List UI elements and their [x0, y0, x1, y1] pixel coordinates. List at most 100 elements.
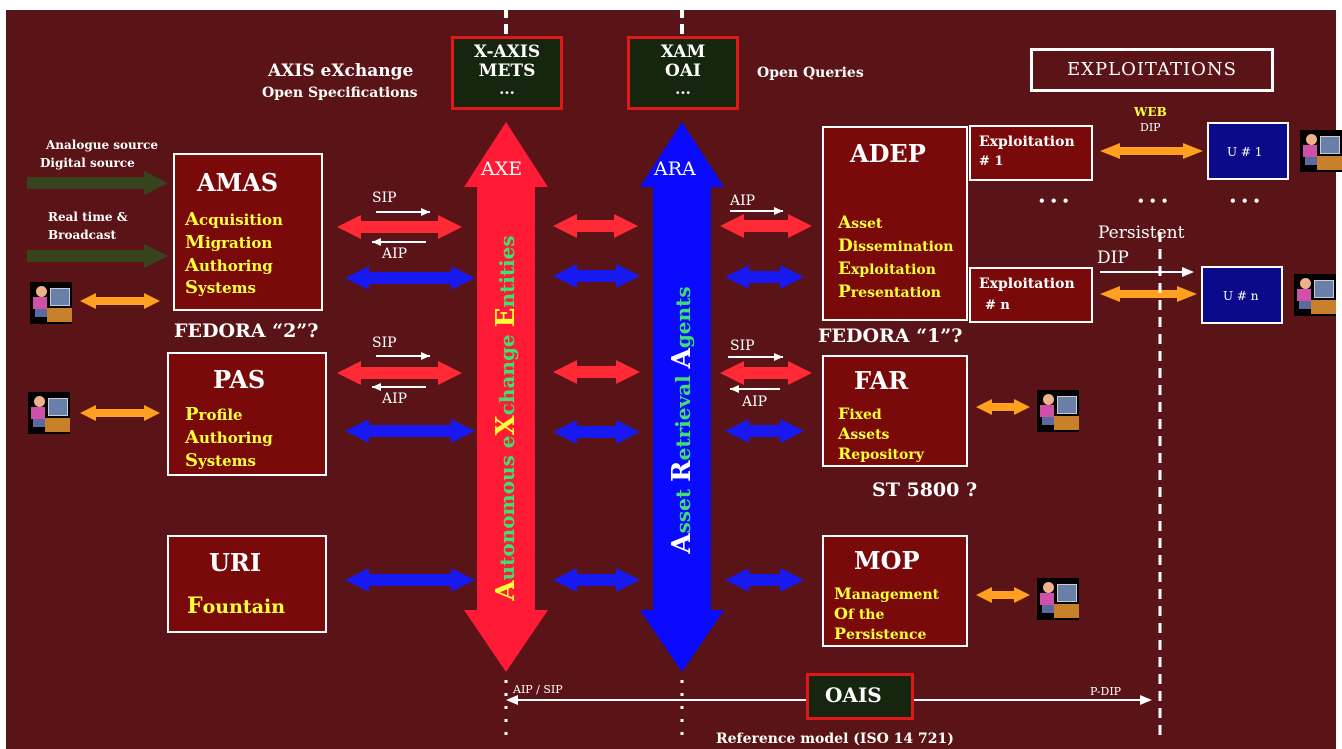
amas-line-3: Authoring — [185, 255, 273, 276]
mop-line-2: Of the — [834, 604, 885, 623]
user-icon-u1 — [1300, 130, 1342, 172]
amas-axe-aip-arrow — [345, 266, 475, 290]
far-line-3: Repository — [838, 444, 924, 463]
exploitation-n-box: Exploitation # n — [969, 267, 1093, 323]
amas-line-2: Migration — [185, 232, 273, 253]
pas-line-2: Authoring — [185, 427, 273, 448]
ara-vertical-arrow — [640, 122, 724, 672]
user-icon-amas — [30, 282, 72, 324]
analogue-input-arrow — [27, 171, 168, 195]
x-axis-ellipsis: ... — [499, 80, 515, 98]
x-axis-mets-document: X-AXIS METS ... — [451, 36, 563, 110]
aip-sip-label: AIP / SIP — [513, 683, 563, 696]
web-label: WEB — [1134, 105, 1167, 119]
st5800-label: ST 5800 ? — [872, 479, 978, 501]
mop-line-3: Persistence — [834, 624, 927, 643]
sip-arrow-amas-head — [421, 208, 430, 216]
aip-label-far: AIP — [742, 394, 768, 410]
aip-arrow-pas-head — [372, 383, 381, 391]
oais-reference-arrow-left — [506, 695, 518, 705]
adep-line-2: Dissemination — [838, 236, 954, 256]
exploitation-n-user-arrow — [1100, 286, 1197, 302]
mets-label: METS — [478, 61, 536, 81]
analogue-source-label: Analogue source — [46, 138, 159, 152]
mop-title: MOP — [854, 546, 920, 575]
ara-vertical-label: Asset Retrieval Agents — [667, 286, 697, 554]
pas-axe-blue-arrow — [345, 419, 475, 443]
exploitation-n-title: Exploitation — [979, 276, 1075, 292]
exploitation-1-title: Exploitation — [979, 134, 1075, 150]
adep-line-4: Presentation — [838, 282, 941, 302]
broadcast-input-arrow — [27, 244, 168, 268]
xam-label: XAM — [660, 42, 706, 62]
uri-axe-blue-arrow — [345, 568, 475, 592]
user-n-label: U # n — [1223, 289, 1259, 303]
ara-adep-red-arrow — [720, 214, 812, 238]
ara-mop-blue-arrow — [725, 568, 804, 592]
ara-label: ARA — [654, 158, 696, 180]
fedora-1-label: FEDORA “1”? — [818, 325, 963, 347]
adep-box: ADEP Asset Dissemination Exploitation Pr… — [822, 126, 968, 321]
aip-label-amas: AIP — [382, 246, 408, 262]
x-axis-label: X-AXIS — [473, 42, 541, 62]
uri-line: Fountain — [187, 593, 286, 619]
aip-arrow-far-head — [730, 385, 739, 393]
user-1-box: U # 1 — [1207, 122, 1289, 180]
aip-arrow-adep-head — [774, 207, 783, 215]
adep-line-3: Exploitation — [838, 259, 936, 279]
pas-title: PAS — [213, 365, 266, 394]
adep-title: ADEP — [850, 139, 926, 168]
axis-exchange-caption: AXIS eXchange — [268, 61, 414, 81]
axe-vertical-arrow — [464, 122, 548, 672]
user-icon-un — [1294, 274, 1336, 316]
far-line-2: Assets — [838, 424, 890, 443]
sip-label-far: SIP — [730, 338, 755, 354]
mop-user-arrow — [976, 587, 1030, 603]
exploitation-1-number: # 1 — [979, 154, 1004, 169]
exploitation-1-user-arrow — [1100, 143, 1203, 159]
amas-box: AMAS Acquisition Migration Authoring Sys… — [173, 153, 323, 311]
oai-label: OAI — [665, 61, 701, 81]
uri-title: URI — [209, 548, 262, 577]
far-box: FAR Fixed Assets Repository — [822, 355, 968, 467]
exploitations-label: EXPLOITATIONS — [1067, 59, 1237, 80]
axe-ara-red-arrow-2 — [553, 360, 640, 384]
sip-arrow-pas-head — [421, 352, 430, 360]
pas-box: PAS Profile Authoring Systems — [167, 352, 327, 476]
dots-1: • • • — [1038, 194, 1070, 208]
user-icon-pas — [28, 392, 70, 434]
oais-document: OAIS — [806, 673, 914, 720]
amas-user-arrow — [80, 293, 160, 309]
xam-ellipsis: ... — [675, 80, 691, 98]
xam-oai-document: XAM OAI ... — [627, 36, 739, 110]
pas-line-3: Systems — [185, 450, 256, 471]
axe-ara-red-arrow-1 — [553, 214, 638, 238]
far-user-arrow — [976, 399, 1030, 415]
aip-label-pas: AIP — [382, 391, 408, 407]
ara-far-red-arrow — [720, 361, 812, 385]
far-title: FAR — [854, 366, 909, 395]
axe-vertical-label: Autonomous eXchange Entities — [491, 235, 521, 601]
fedora-2-label: FEDORA “2”? — [174, 320, 319, 342]
pas-user-arrow — [80, 405, 160, 421]
amas-title: AMAS — [197, 168, 279, 197]
axe-ara-blue-arrow-3 — [553, 568, 640, 592]
axe-ara-blue-arrow-1 — [553, 264, 640, 288]
amas-line-1: Acquisition — [185, 209, 283, 230]
exploitation-n-number: # n — [985, 298, 1010, 313]
exploitation-1-box: Exploitation # 1 — [969, 125, 1093, 181]
exploitations-box: EXPLOITATIONS — [1030, 48, 1274, 92]
sip-arrow-far-head — [774, 353, 783, 361]
ara-far-blue-arrow — [725, 419, 804, 443]
aip-arrow-amas-head — [372, 238, 381, 246]
user-1-label: U # 1 — [1227, 145, 1263, 159]
dots-3: • • • — [1229, 194, 1261, 208]
persistent-dip-arrowhead — [1182, 267, 1194, 277]
axe-ara-blue-arrow-2 — [553, 420, 640, 444]
user-n-box: U # n — [1201, 266, 1283, 324]
open-queries-caption: Open Queries — [757, 65, 864, 81]
amas-axe-sip-arrow — [337, 215, 462, 239]
amas-line-4: Systems — [185, 277, 256, 298]
oais-reference-arrow-right — [1140, 695, 1152, 705]
